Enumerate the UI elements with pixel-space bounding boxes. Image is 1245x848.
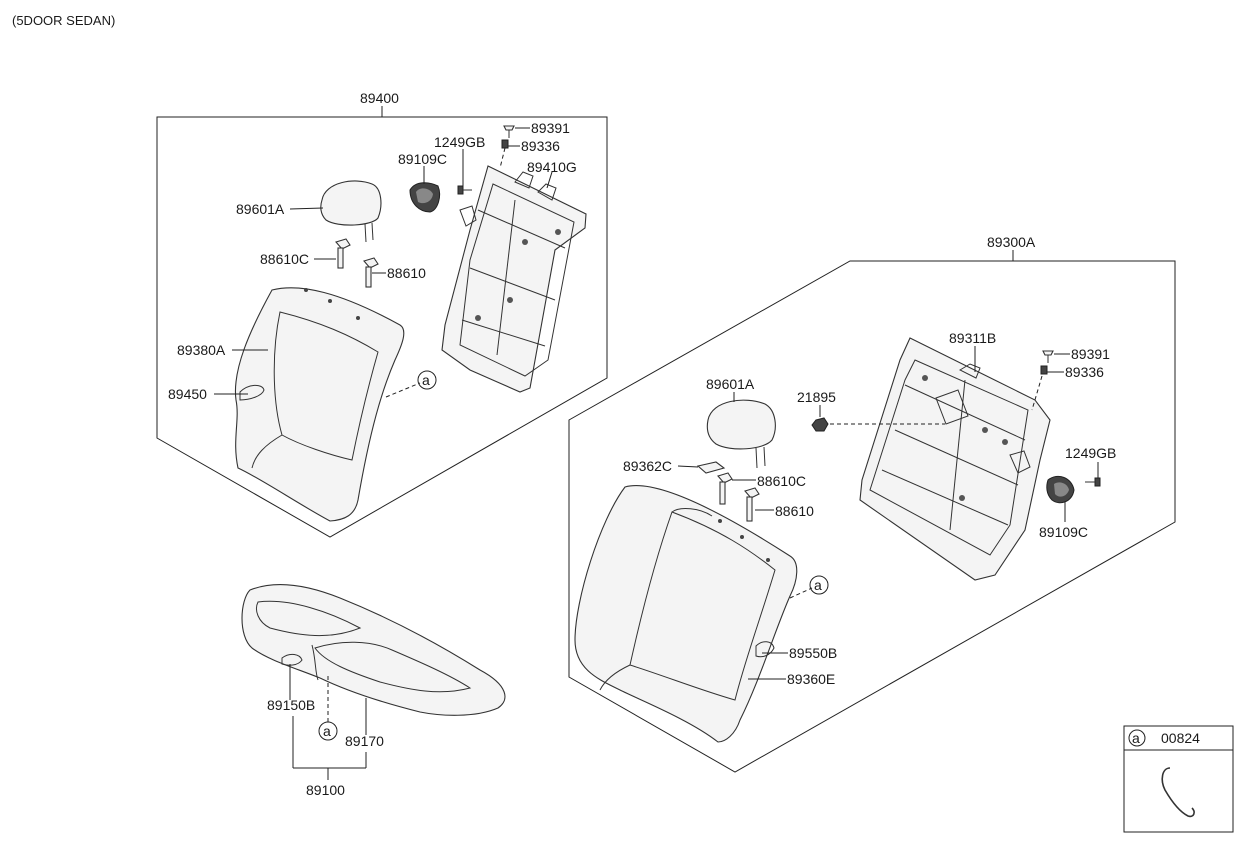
right-clip-89336[interactable] <box>1040 365 1048 375</box>
left-clip-89336[interactable] <box>501 139 509 149</box>
label-88610C-right[interactable]: 88610C <box>757 473 806 489</box>
label-89360E-right[interactable]: 89360E <box>787 671 835 687</box>
legend-callout-a[interactable] <box>1128 729 1146 747</box>
left-seat-back-group: 89400 89601A 88610C 88610 <box>156 90 608 538</box>
left-group-frame <box>156 116 608 538</box>
label-89336-right[interactable]: 89336 <box>1065 364 1104 380</box>
label-89450-left[interactable]: 89450 <box>168 386 207 402</box>
left-bolt-1249GB[interactable] <box>457 185 472 195</box>
label-89300A[interactable]: 89300A <box>987 234 1036 250</box>
right-headrest-guide-88610[interactable] <box>744 487 760 522</box>
label-88610C-left[interactable]: 88610C <box>260 251 309 267</box>
label-89311B-right[interactable]: 89311B <box>949 330 996 346</box>
right-seat-back-group: 89300A 89311B 89391 <box>568 234 1176 773</box>
left-headrest[interactable] <box>320 180 382 243</box>
right-bolt-1249GB[interactable] <box>1085 477 1101 487</box>
right-headrest-guide-88610C[interactable] <box>717 472 733 505</box>
left-headrest-guide-88610[interactable] <box>363 257 379 288</box>
label-89336-left[interactable]: 89336 <box>521 138 560 154</box>
label-89380A-left[interactable]: 89380A <box>177 342 226 358</box>
label-89601A-right[interactable]: 89601A <box>706 376 755 392</box>
variant-label: (5DOOR SEDAN) <box>12 13 115 28</box>
legend-part-number[interactable]: 00824 <box>1161 730 1200 746</box>
label-89410G-left[interactable]: 89410G <box>527 159 577 175</box>
label-88610-right[interactable]: 88610 <box>775 503 814 519</box>
left-pin-89391[interactable] <box>503 125 515 138</box>
legend-box: a 00824 <box>1123 725 1234 833</box>
right-nut-21895[interactable] <box>811 417 829 432</box>
left-headrest-guide-88610C[interactable] <box>335 238 351 269</box>
callout-a-cushion-text: a <box>323 723 331 739</box>
label-89100[interactable]: 89100 <box>306 782 345 798</box>
wire-clip-00824[interactable] <box>1161 767 1195 818</box>
right-bezel-89362C[interactable] <box>696 461 726 474</box>
label-89170[interactable]: 89170 <box>345 733 384 749</box>
callout-a-cushion[interactable] <box>318 721 338 741</box>
callout-a-left-text: a <box>422 372 430 388</box>
right-headrest[interactable] <box>706 399 776 469</box>
label-89391-right[interactable]: 89391 <box>1071 346 1110 362</box>
seat-cushion-group: 89150B 89170 a 89100 <box>241 583 506 798</box>
label-89362C-right[interactable]: 89362C <box>623 458 672 474</box>
right-group-frame <box>568 260 1176 773</box>
label-89150B[interactable]: 89150B <box>267 697 315 713</box>
label-89550B-right[interactable]: 89550B <box>789 645 837 661</box>
label-89109C-left[interactable]: 89109C <box>398 151 447 167</box>
seat-cushion[interactable] <box>241 583 506 716</box>
right-seat-back-frame[interactable] <box>859 337 1051 581</box>
label-21895-right[interactable]: 21895 <box>797 389 836 405</box>
right-seat-back-cover[interactable] <box>574 485 798 743</box>
label-1249GB-left[interactable]: 1249GB <box>434 134 485 150</box>
left-latch-89109C[interactable] <box>409 182 477 227</box>
legend-callout-text: a <box>1132 730 1140 746</box>
callout-a-left[interactable] <box>417 370 437 390</box>
label-88610-left[interactable]: 88610 <box>387 265 426 281</box>
right-pin-89391[interactable] <box>1042 350 1054 363</box>
label-89391-left[interactable]: 89391 <box>531 120 570 136</box>
callout-a-right[interactable] <box>809 575 829 595</box>
label-1249GB-right[interactable]: 1249GB <box>1065 445 1116 461</box>
right-latch-89109C[interactable] <box>1046 475 1075 504</box>
label-89601A-left[interactable]: 89601A <box>236 201 285 217</box>
left-seat-back-cover[interactable] <box>234 287 405 522</box>
callout-a-right-text: a <box>814 577 822 593</box>
left-seat-back-frame[interactable] <box>441 165 587 393</box>
label-89109C-right[interactable]: 89109C <box>1039 524 1088 540</box>
label-89400[interactable]: 89400 <box>360 90 399 106</box>
